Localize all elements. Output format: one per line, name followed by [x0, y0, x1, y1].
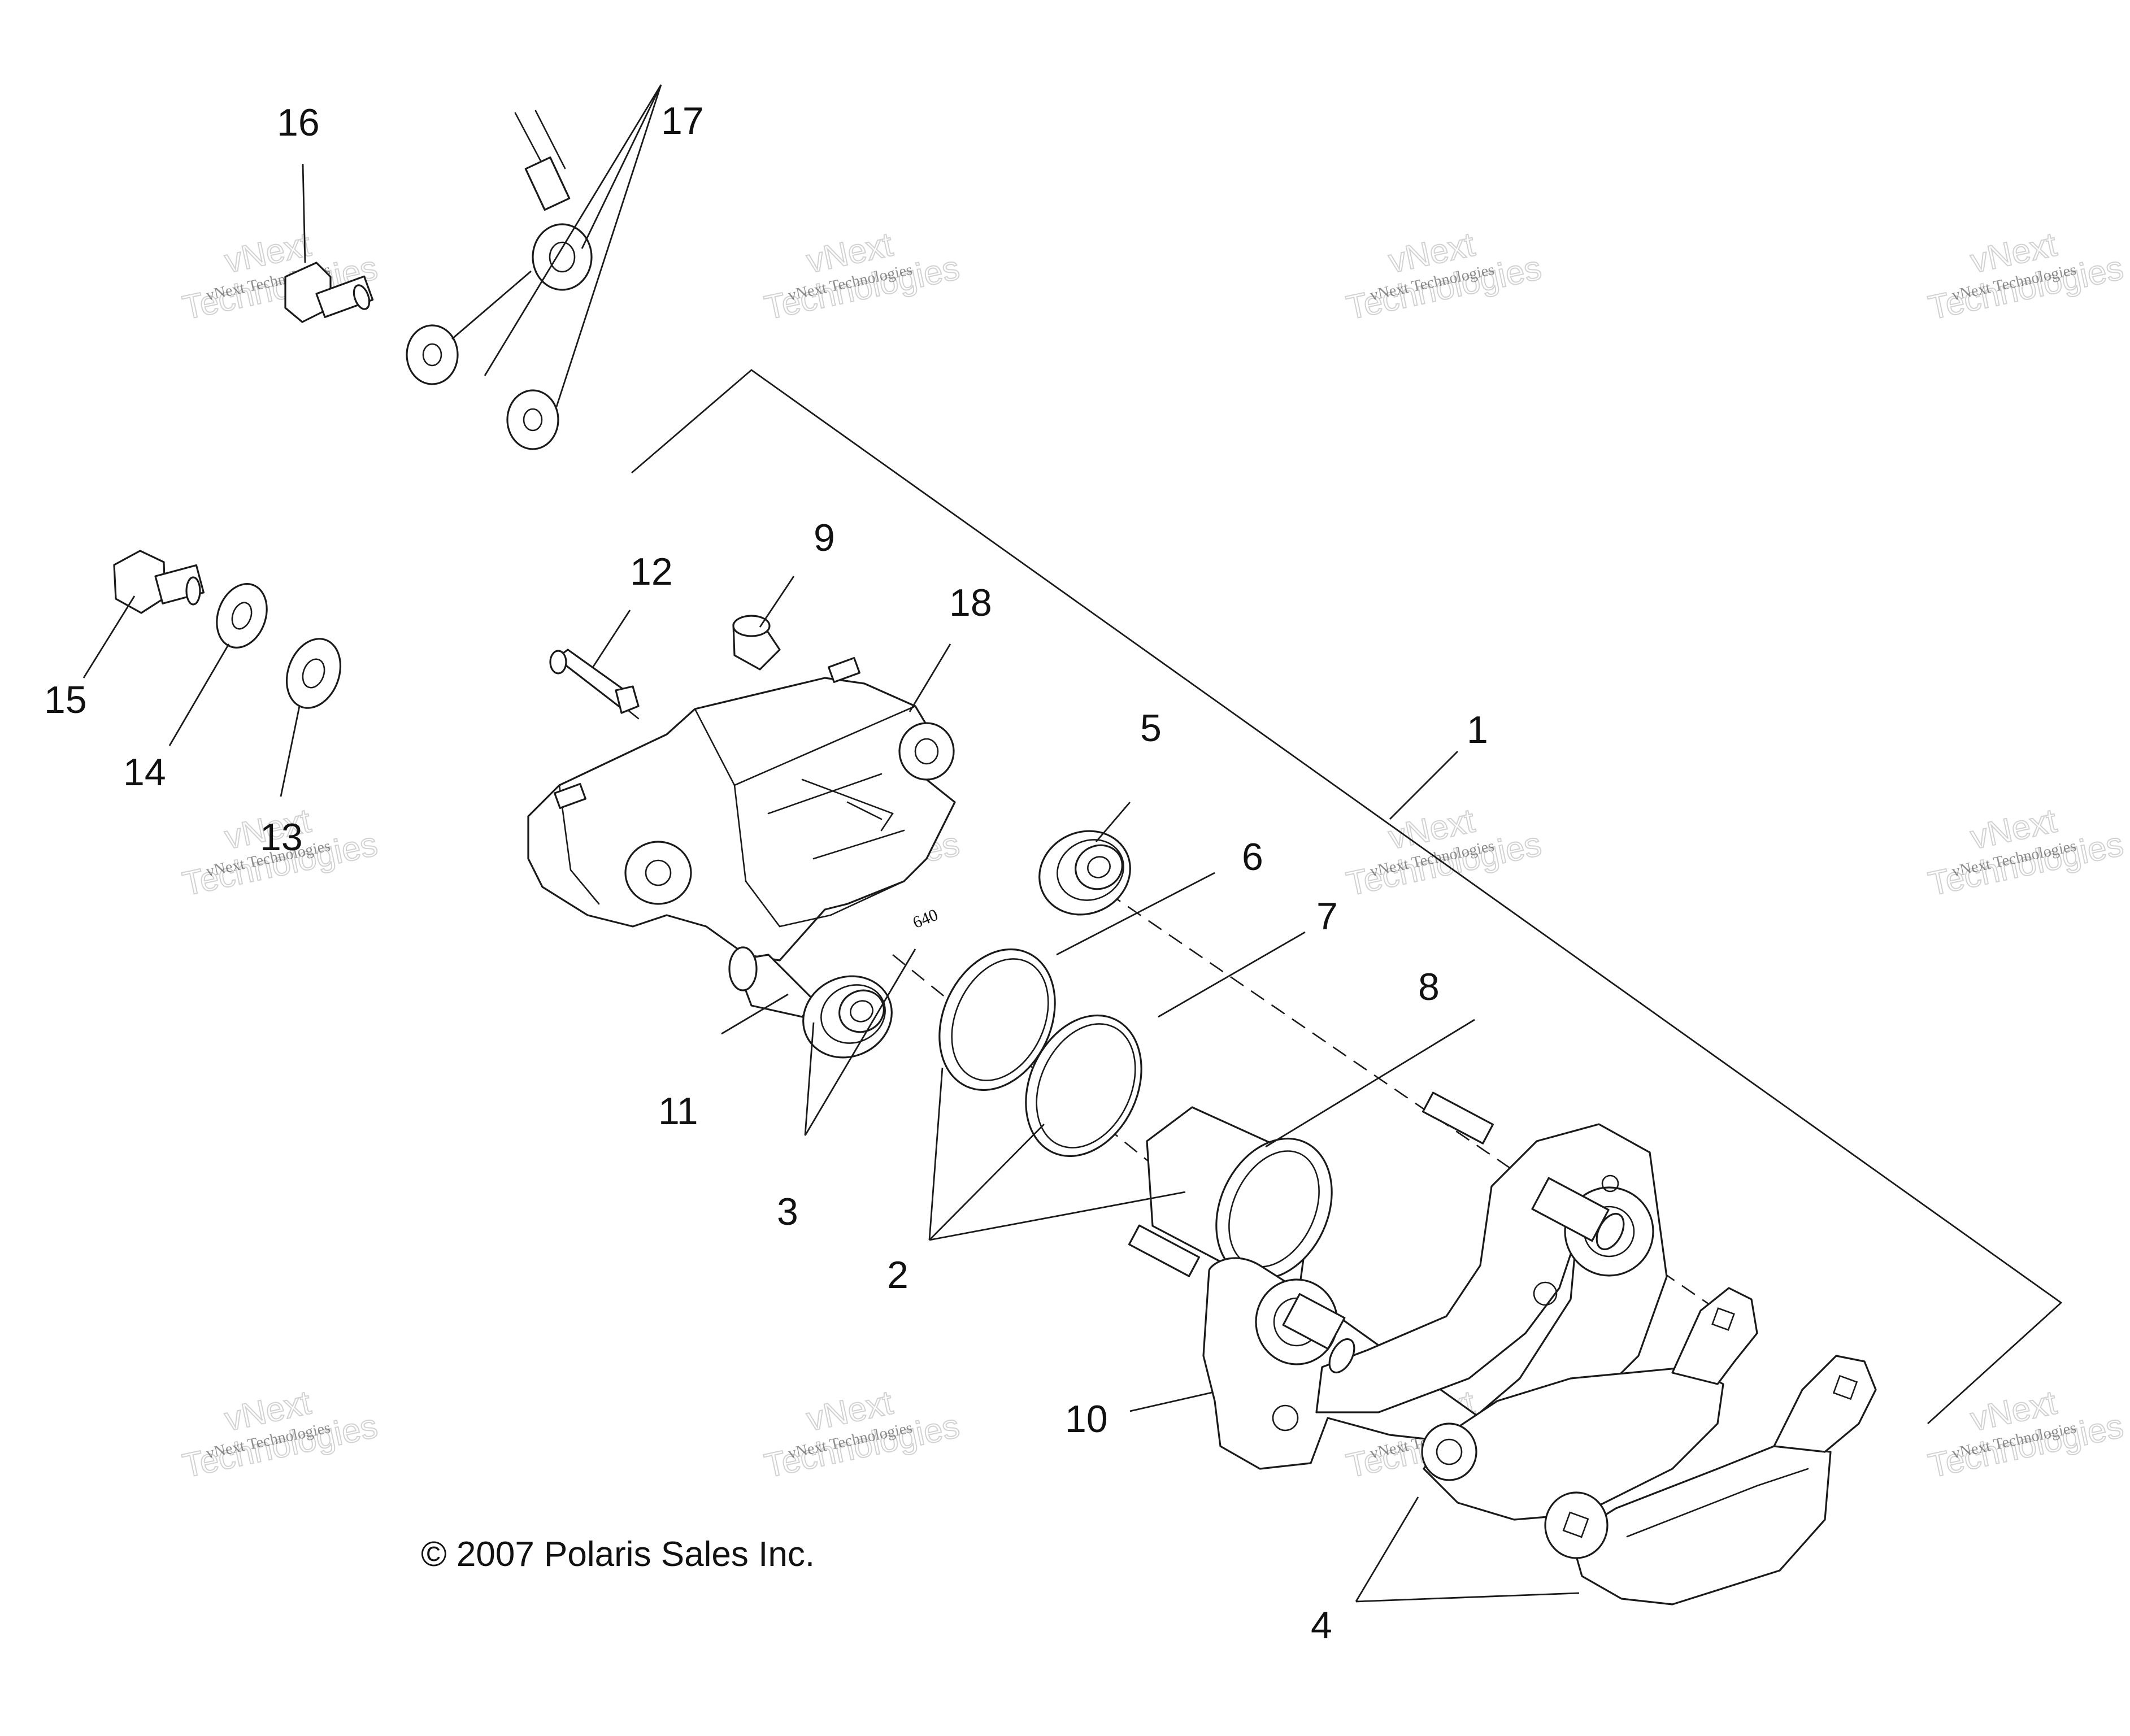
- brake-line-fitting: [406, 110, 593, 450]
- callout-16: 16: [277, 101, 320, 144]
- callout-18: 18: [949, 581, 992, 624]
- callout-11: 11: [658, 1090, 698, 1133]
- callout-12: 12: [630, 550, 673, 593]
- callout-labels: 1 2 3 4 5 6 7 8 9 10 11 12 13 14 15 16 1…: [44, 99, 1488, 1647]
- slide-pin: [728, 946, 815, 1018]
- bleeder-screw: [549, 649, 640, 714]
- caliper-stamp: 640: [910, 906, 941, 932]
- callout-1: 1: [1467, 708, 1488, 751]
- callout-2: 2: [887, 1254, 908, 1296]
- bleeder-cap: [732, 615, 781, 671]
- callout-3: 3: [777, 1190, 798, 1233]
- assembly-bracket: [631, 369, 2063, 1425]
- boot-lower: [802, 975, 893, 1059]
- caliper-body: 640: [527, 657, 956, 961]
- piston: [1146, 1106, 1333, 1289]
- callout-4: 4: [1311, 1604, 1332, 1647]
- callout-13: 13: [260, 816, 303, 859]
- banjo-bolt: [284, 262, 374, 323]
- piston-seal: [1025, 1014, 1142, 1158]
- brake-pad-rear: [1421, 1287, 1758, 1521]
- callout-10: 10: [1065, 1398, 1108, 1441]
- callout-15: 15: [44, 678, 87, 721]
- mounting-bolt: [113, 550, 205, 614]
- copyright-notice: © 2007 Polaris Sales Inc.: [421, 1535, 815, 1574]
- boot-upper: [1038, 830, 1131, 916]
- washer-13: [285, 638, 342, 709]
- callout-17: 17: [661, 99, 704, 142]
- callout-6: 6: [1242, 836, 1263, 878]
- callout-8: 8: [1418, 965, 1440, 1008]
- callout-7: 7: [1316, 895, 1338, 938]
- callout-5: 5: [1140, 707, 1162, 750]
- caliper-bracket: [1128, 1091, 1668, 1470]
- washer-14: [216, 583, 268, 649]
- leader-lines: [82, 84, 1580, 1603]
- callout-14: 14: [123, 751, 166, 794]
- callout-9: 9: [814, 516, 835, 559]
- dust-seal: [938, 948, 1056, 1091]
- brake-pad-front: [1544, 1355, 1877, 1606]
